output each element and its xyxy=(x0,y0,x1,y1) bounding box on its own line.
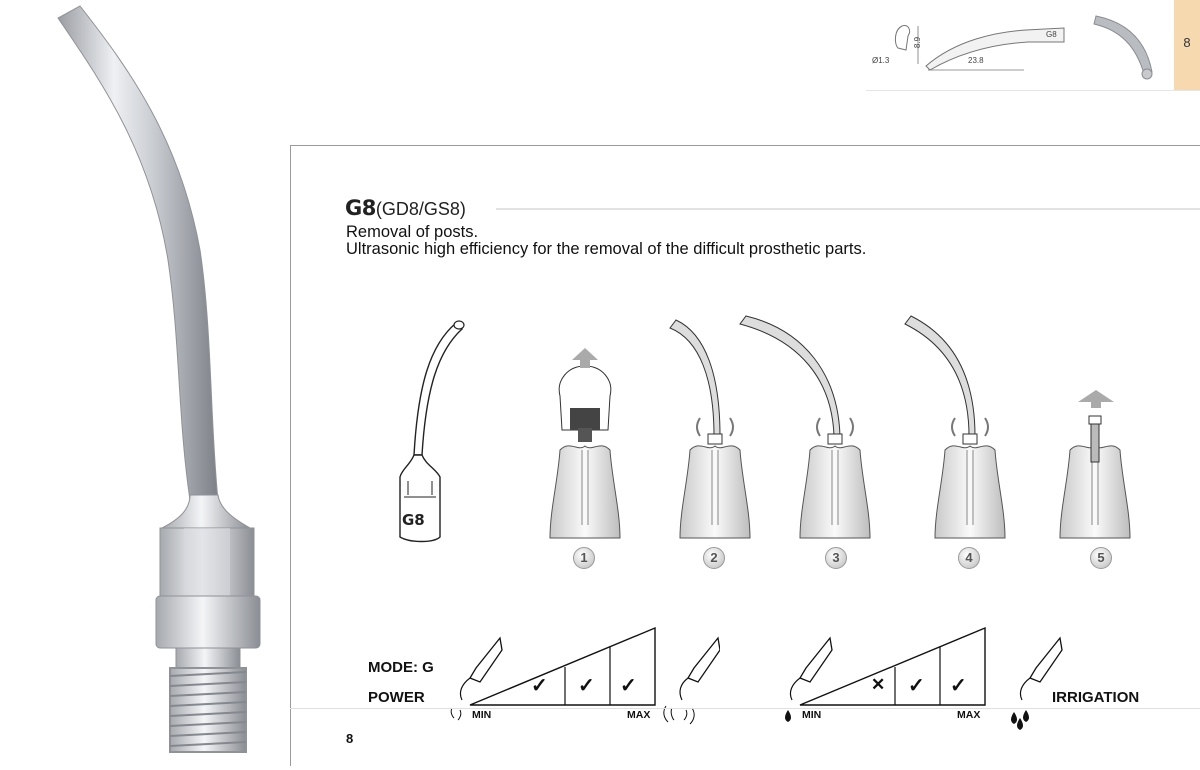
product-code: G8 xyxy=(345,196,376,220)
spec-height: 8.9 xyxy=(913,36,923,49)
product-variants: (GD8/GS8) xyxy=(375,199,466,219)
spec-drawing xyxy=(894,15,1153,80)
power-mark-2: ✓ xyxy=(578,675,595,697)
handpiece-icon-left xyxy=(450,636,503,721)
irrigation-mark-1: ✕ xyxy=(871,675,886,694)
procedure-illustrations xyxy=(549,315,1131,539)
handpiece-icon-irrigation-left xyxy=(785,636,833,722)
irrigation-mark-2: ✓ xyxy=(908,675,925,697)
power-max-label: MAX xyxy=(627,709,651,721)
step-badge-3: 3 xyxy=(825,547,847,569)
tip-drawing-label: G8 xyxy=(402,511,425,529)
spec-tip-code: G8 xyxy=(1046,30,1057,39)
product-title: G8(GD8/GS8) xyxy=(345,196,466,220)
tooth-shape xyxy=(549,315,1131,539)
mode-label: MODE: G xyxy=(368,659,434,676)
spec-strip xyxy=(866,0,1200,91)
spec-diameter: Ø1.3 xyxy=(872,56,890,65)
description-line-2: Ultrasonic high efficiency for the remov… xyxy=(346,240,867,258)
power-mark-3: ✓ xyxy=(620,675,637,697)
tip-line-drawing xyxy=(399,320,465,543)
title-rule xyxy=(496,208,1200,210)
handpiece-icon-irrigation-right xyxy=(1011,636,1063,730)
power-label: POWER xyxy=(368,689,425,706)
irrigation-scale xyxy=(785,626,1063,730)
bottom-rule xyxy=(290,708,1200,709)
irrigation-label: IRRIGATION xyxy=(1052,689,1140,706)
step-badge-5: 5 xyxy=(1090,547,1112,569)
page-tab: 8 xyxy=(1174,0,1200,90)
spec-length: 23.8 xyxy=(968,56,984,65)
tip-photo xyxy=(57,5,261,753)
power-scale xyxy=(450,626,720,725)
step-badge-1: 1 xyxy=(573,547,595,569)
page-tab-number: 8 xyxy=(1183,35,1191,50)
page-number: 8 xyxy=(346,731,354,746)
power-min-label: MIN xyxy=(472,709,492,721)
power-mark-1: ✓ xyxy=(531,675,548,697)
irrigation-min-label: MIN xyxy=(802,709,822,721)
step-badge-4: 4 xyxy=(958,547,980,569)
irrigation-max-label: MAX xyxy=(957,709,981,721)
description-line-1: Removal of posts. xyxy=(346,223,479,241)
irrigation-mark-3: ✓ xyxy=(950,675,967,697)
handpiece-icon-right xyxy=(663,636,720,725)
step-badge-2: 2 xyxy=(703,547,725,569)
panel-frame xyxy=(290,145,1200,766)
